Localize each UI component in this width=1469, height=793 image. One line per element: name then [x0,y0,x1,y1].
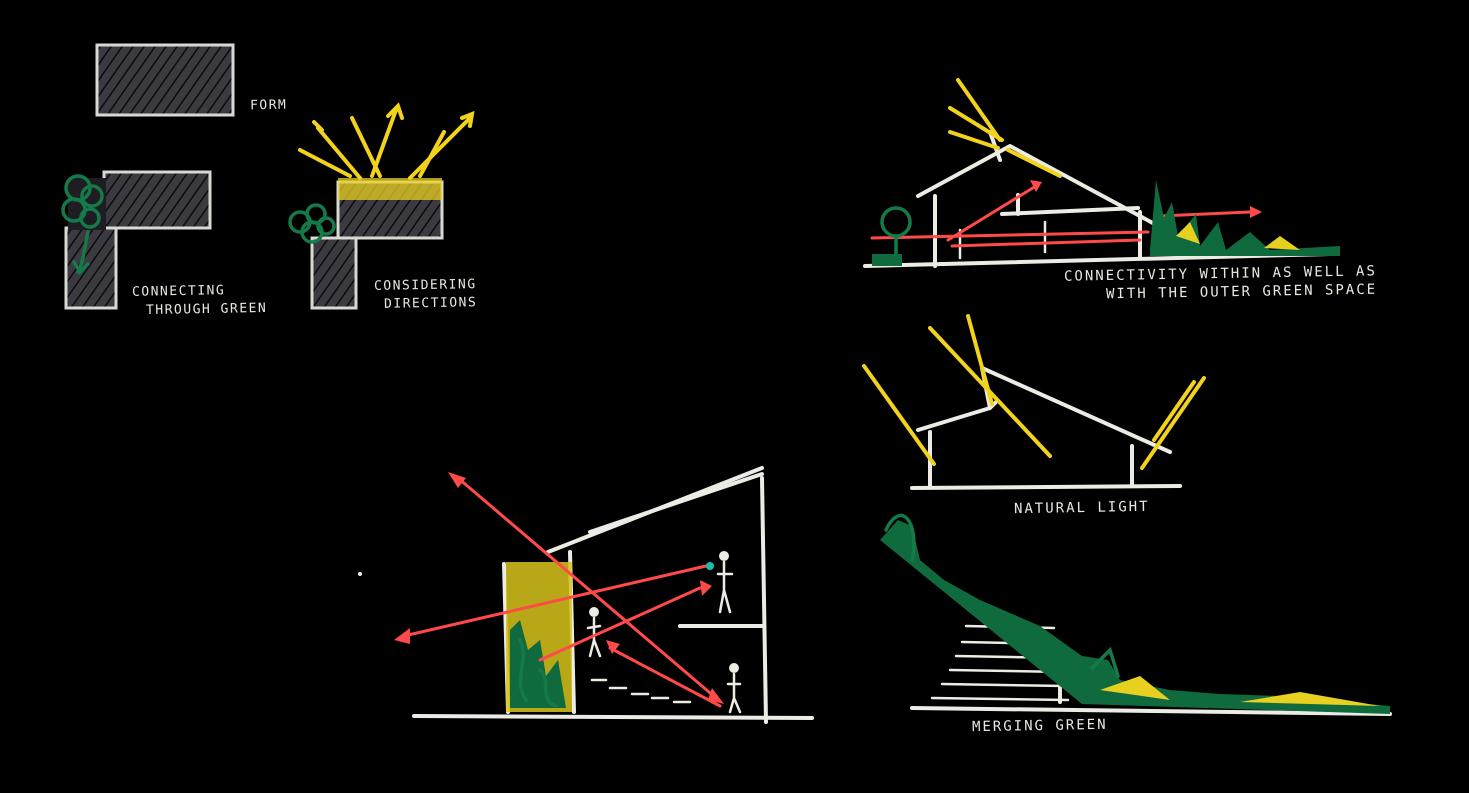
person-figure-icon [726,663,742,714]
label-connecting-line1: CONNECTING [131,283,226,300]
sun-rays-icon [862,314,1206,470]
stairs [590,678,692,704]
circulation-arrows [394,472,724,708]
sun-rays-icon [948,78,1062,178]
merging-green-diagram [880,513,1392,716]
label-form: FORM [249,97,288,114]
yellow-green-wall [506,562,572,712]
shrubs-icon [1150,180,1340,256]
tree-cluster-icon [61,174,104,229]
label-considering-line2: DIRECTIONS [383,295,478,312]
person-figure-icon [716,551,734,614]
label-natural-light: NATURAL LIGHT [1013,498,1150,518]
tree-cluster-icon [288,203,336,244]
circulation-arrows [870,180,1262,248]
connectivity-section-diagram [863,78,1340,268]
sun-rays-icon [298,102,475,180]
green-slope [880,513,1390,714]
natural-light-diagram [862,314,1206,490]
label-considering-line1: CONSIDERING [373,277,477,294]
label-merging-green: MERGING GREEN [971,716,1108,736]
connecting-through-green-diagram [61,170,212,310]
label-connecting-line2: THROUGH GREEN [145,300,268,319]
stray-dot [358,572,362,576]
person-figure-icon [586,607,602,658]
considering-directions-diagram [288,102,475,310]
tree-icon [872,206,912,266]
perspective-section-diagram [394,466,814,724]
form-block [95,43,235,117]
